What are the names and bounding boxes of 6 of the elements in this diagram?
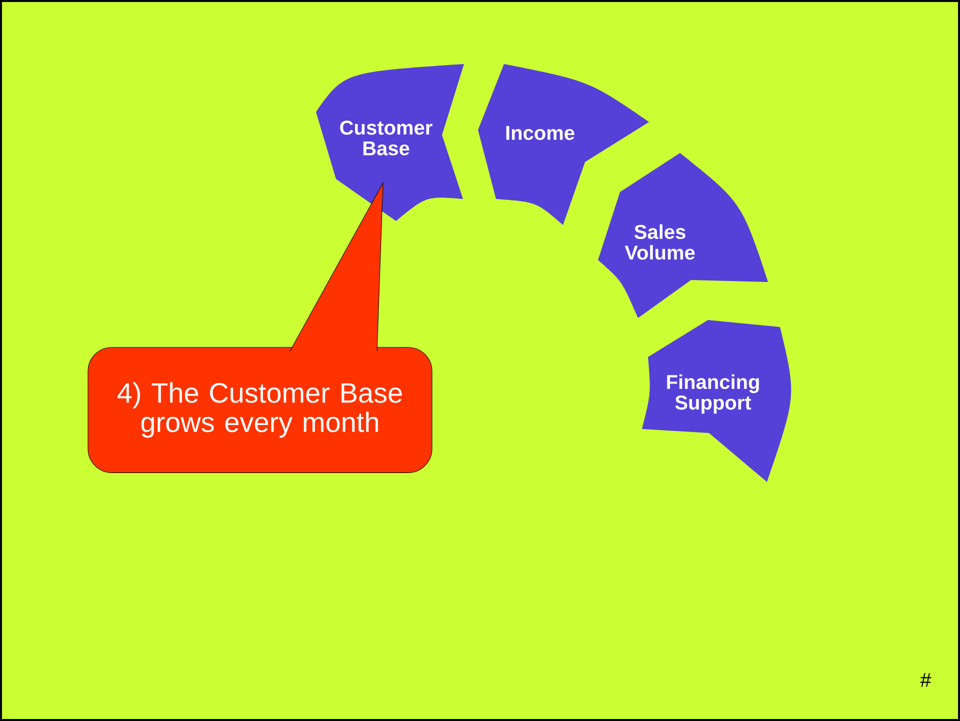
arc-segment: Financing Support — [642, 320, 792, 482]
arc-segment: Customer Base — [316, 64, 464, 221]
arc-segment: Income — [478, 64, 649, 225]
callout-bubble: 4) The Customer Base grows every month — [88, 182, 432, 473]
arc-segment: Sales Volume — [598, 153, 768, 318]
slide-number: # — [920, 673, 932, 687]
